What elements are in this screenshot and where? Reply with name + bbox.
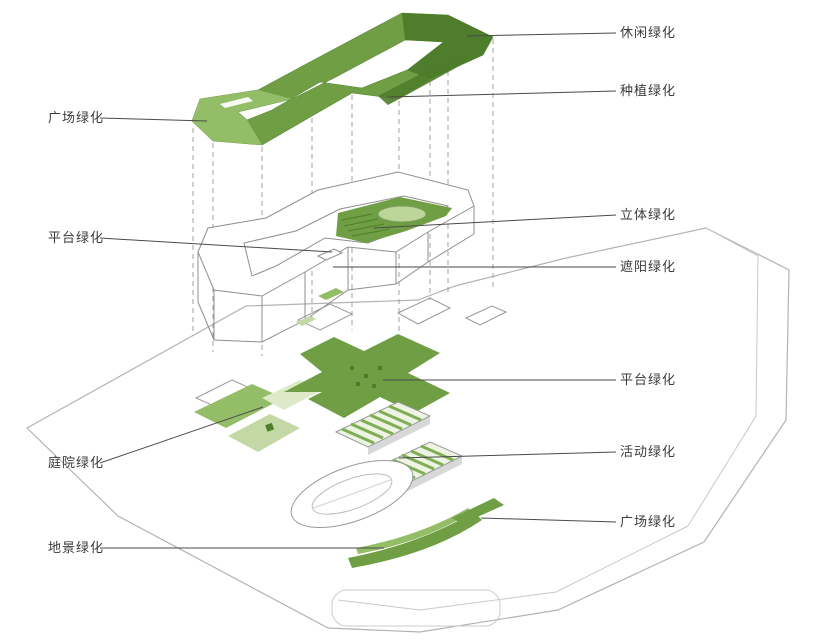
building-mass — [197, 171, 475, 343]
leader-platform-left — [99, 237, 333, 253]
activity-greening-building-1 — [334, 401, 432, 455]
building-green-bit — [296, 316, 316, 326]
label-planting-greening: 种植绿化 — [620, 83, 677, 98]
label-activity-greening: 活动绿化 — [620, 444, 677, 459]
label-courtyard-greening: 庭院绿化 — [48, 455, 105, 470]
label-platform-greening-left: 平台绿化 — [48, 230, 105, 245]
running-track — [290, 459, 414, 529]
ribbon-light-segment — [192, 90, 292, 145]
leader-courtyard — [99, 406, 264, 464]
label-platform-greening-right: 平台绿化 — [620, 372, 677, 387]
platform-cross-dots — [350, 366, 382, 388]
leader-planting — [387, 90, 617, 98]
site-road-line-bottom — [337, 525, 689, 611]
shading-louver-lines — [341, 213, 391, 237]
courtyard-green-patch — [194, 384, 284, 428]
leader-plaza-left — [99, 117, 208, 122]
courtyard-green-patch — [228, 414, 300, 452]
ribbon-dark-segment — [402, 13, 493, 79]
leader-activity — [398, 451, 617, 459]
planting-greening-strip — [378, 56, 461, 105]
leader-vertical — [373, 214, 617, 229]
leader-plaza-right — [480, 517, 617, 523]
landscape-greening-ribbon — [348, 512, 482, 568]
leader-lines — [99, 32, 617, 549]
ribbon-white-slit — [220, 97, 253, 108]
plaza-greening-strip — [452, 498, 504, 524]
site-bottom-plaza-outline — [331, 589, 501, 627]
label-shading-greening: 遮阳绿化 — [620, 259, 677, 274]
ground-plan — [194, 297, 508, 568]
plan-building-block — [464, 305, 508, 326]
roof-stripes — [341, 404, 422, 445]
courtyard-dark-square — [265, 422, 275, 432]
plan-building-block — [396, 297, 452, 325]
facade-edges — [197, 206, 475, 343]
roof-greening-ribbon — [191, 12, 494, 146]
label-leisure-greening: 休闲绿化 — [620, 25, 677, 40]
label-plaza-greening-right: 广场绿化 — [620, 514, 677, 529]
building-green-bit — [318, 288, 344, 300]
label-vertical-greening: 立体绿化 — [620, 207, 677, 222]
leader-leisure — [466, 32, 617, 37]
site-road-line-right — [687, 227, 759, 527]
label-landscape-greening: 地景绿化 — [48, 540, 105, 555]
roof-patch-oval — [377, 205, 427, 223]
label-plaza-greening-left: 广场绿化 — [48, 110, 105, 125]
landscape-greening-ribbon-light — [356, 508, 472, 554]
